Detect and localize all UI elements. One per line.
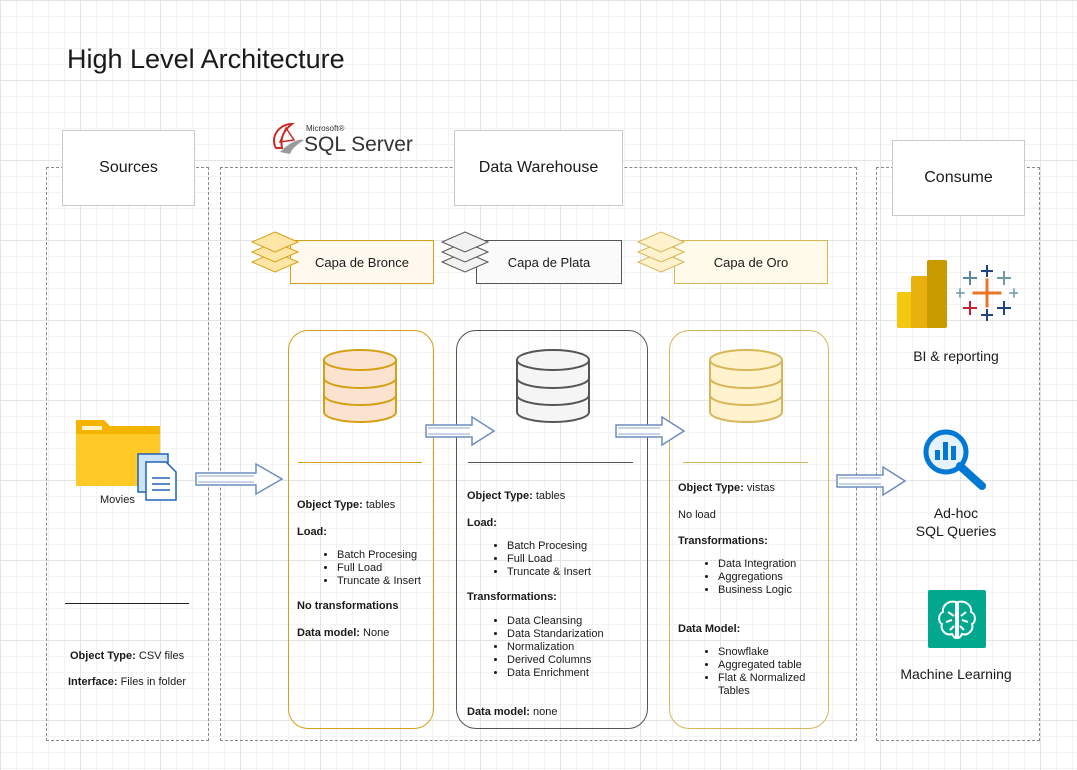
gold-data-model-label: Data Model: xyxy=(678,623,741,635)
gold-object-type-label: Object Type: xyxy=(678,482,744,494)
tableau-icon xyxy=(956,265,1018,321)
search-analytics-icon xyxy=(923,429,986,490)
bronze-object-type-label: Object Type: xyxy=(297,499,363,511)
bronze-panel xyxy=(288,330,434,729)
bronze-layer-text: Capa de Bronce xyxy=(315,254,409,270)
list-item: Flat & Normalized Tables xyxy=(718,672,828,698)
data-warehouse-header: Data Warehouse xyxy=(454,130,623,206)
gold-transformations-label: Transformations: xyxy=(678,535,768,547)
sql-logo-small-text: Microsoft® xyxy=(306,124,344,133)
list-item: Batch Procesing xyxy=(507,540,591,553)
document-icon xyxy=(137,453,177,501)
arrow-right-icon xyxy=(615,415,686,447)
gold-panel xyxy=(669,330,829,729)
silver-transformations-list: Data Cleansing Data Standarization Norma… xyxy=(487,615,604,680)
arrow-right-icon xyxy=(836,465,907,497)
gold-transformations-list: Data Integration Aggregations Business L… xyxy=(698,558,796,597)
sources-header: Sources xyxy=(62,130,195,206)
bronze-data-model-label: Data model: xyxy=(297,627,360,639)
list-item: Derived Columns xyxy=(507,654,604,667)
silver-object-type: Object Type: tables xyxy=(467,490,565,503)
machine-learning-brain-icon xyxy=(928,590,986,648)
gold-data-model-list: Snowflake Aggregated table Flat & Normal… xyxy=(698,646,828,698)
arrow-right-icon xyxy=(425,415,496,447)
bronze-load-label: Load: xyxy=(297,526,327,538)
sources-object-type-label: Object Type: xyxy=(70,650,136,662)
gold-layer-text: Capa de Oro xyxy=(713,254,789,270)
database-icon xyxy=(516,349,590,423)
list-item: Snowflake xyxy=(718,646,828,659)
bronze-object-type-value: tables xyxy=(362,499,396,511)
silver-data-model-label: Data model: xyxy=(467,706,530,718)
list-item: Data Enrichment xyxy=(507,667,604,680)
list-item: Truncate & Insert xyxy=(507,566,591,579)
sources-interface: Interface: Files in folder xyxy=(68,676,186,689)
list-item: Truncate & Insert xyxy=(337,575,421,588)
bronze-object-type: Object Type: tables xyxy=(297,499,395,512)
power-bi-icon xyxy=(897,260,947,328)
layers-icon xyxy=(440,231,490,273)
bi-reporting-label: BI & reporting xyxy=(913,348,999,364)
bronze-separator xyxy=(298,462,422,463)
list-item: Data Standarization xyxy=(507,628,604,641)
silver-data-model-value: none xyxy=(529,706,558,718)
sources-interface-value: Files in folder xyxy=(117,676,187,688)
silver-panel xyxy=(456,330,648,729)
page-title: High Level Architecture xyxy=(67,44,345,74)
silver-load-label: Load: xyxy=(467,517,497,529)
silver-object-type-label: Object Type: xyxy=(467,490,533,502)
bronze-data-model: Data model: None xyxy=(297,627,389,640)
sources-object-type-value: CSV files xyxy=(135,650,185,662)
list-item: Full Load xyxy=(337,562,421,575)
gold-layer-label: Capa de Oro xyxy=(674,240,828,284)
list-item: Full Load xyxy=(507,553,591,566)
database-icon xyxy=(323,349,397,423)
database-icon xyxy=(709,349,783,423)
silver-layer-text: Capa de Plata xyxy=(507,254,591,270)
bronze-data-model-value: None xyxy=(359,627,390,639)
silver-separator xyxy=(468,462,633,463)
list-item: Aggregations xyxy=(718,571,796,584)
sources-separator xyxy=(65,603,189,604)
arrow-right-icon xyxy=(195,462,284,496)
bronze-no-transformations: No transformations xyxy=(297,600,399,612)
consume-header: Consume xyxy=(892,140,1025,216)
movies-label: Movies xyxy=(100,494,135,506)
sources-interface-label: Interface: xyxy=(68,676,118,688)
list-item: Data Integration xyxy=(718,558,796,571)
list-item: Business Logic xyxy=(718,584,796,597)
gold-separator xyxy=(683,462,808,463)
sql-server-logo-icon: Microsoft® SQL Server xyxy=(273,122,413,156)
layers-icon xyxy=(250,231,300,273)
list-item: Data Cleansing xyxy=(507,615,604,628)
layers-icon xyxy=(636,231,686,273)
machine-learning-label: Machine Learning xyxy=(900,666,1012,682)
silver-data-model: Data model: none xyxy=(467,706,558,719)
silver-transformations-label: Transformations: xyxy=(467,591,557,603)
gold-object-type: Object Type: vistas xyxy=(678,482,775,495)
gold-no-load: No load xyxy=(678,509,716,521)
list-item: Batch Procesing xyxy=(337,549,421,562)
sql-logo-big-text: SQL Server xyxy=(304,133,413,156)
sources-object-type: Object Type: CSV files xyxy=(70,650,184,663)
bronze-load-list: Batch Procesing Full Load Truncate & Ins… xyxy=(317,549,421,588)
list-item: Aggregated table xyxy=(718,659,828,672)
silver-load-list: Batch Procesing Full Load Truncate & Ins… xyxy=(487,540,591,579)
adhoc-line1-label: Ad-hoc xyxy=(933,505,979,521)
bronze-layer-label: Capa de Bronce xyxy=(290,240,434,284)
silver-layer-label: Capa de Plata xyxy=(476,240,622,284)
gold-object-type-value: vistas xyxy=(743,482,775,494)
adhoc-line2-label: SQL Queries xyxy=(915,523,997,539)
list-item: Normalization xyxy=(507,641,604,654)
silver-object-type-value: tables xyxy=(532,490,566,502)
